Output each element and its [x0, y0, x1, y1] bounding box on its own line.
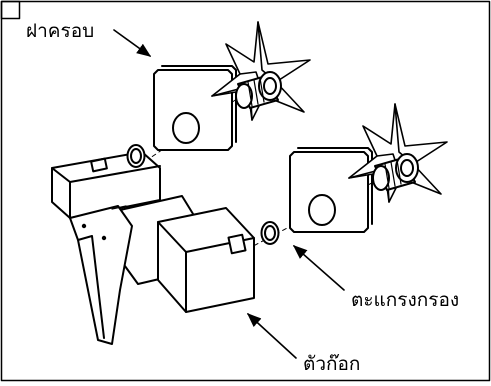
- tap-details: [81, 205, 127, 241]
- label-cover: ฝาครอบ: [26, 20, 95, 42]
- arrow-icon-filter: [292, 245, 345, 291]
- tap-body: [51, 151, 255, 345]
- filter-ring-lower: [260, 221, 280, 245]
- threaded-connector-upper: [235, 71, 282, 109]
- arrow-icon-tap: [246, 313, 297, 359]
- filter-ring-upper: [126, 144, 146, 168]
- label-filter: ตะแกรงกรอง: [351, 289, 460, 311]
- threaded-connector-lower: [372, 153, 419, 191]
- label-tap-body: ตัวก๊อก: [303, 353, 361, 375]
- cover-plate-upper: [153, 65, 237, 151]
- cover-plate-lower: [289, 147, 373, 233]
- arrow-icon-cover: [113, 29, 152, 57]
